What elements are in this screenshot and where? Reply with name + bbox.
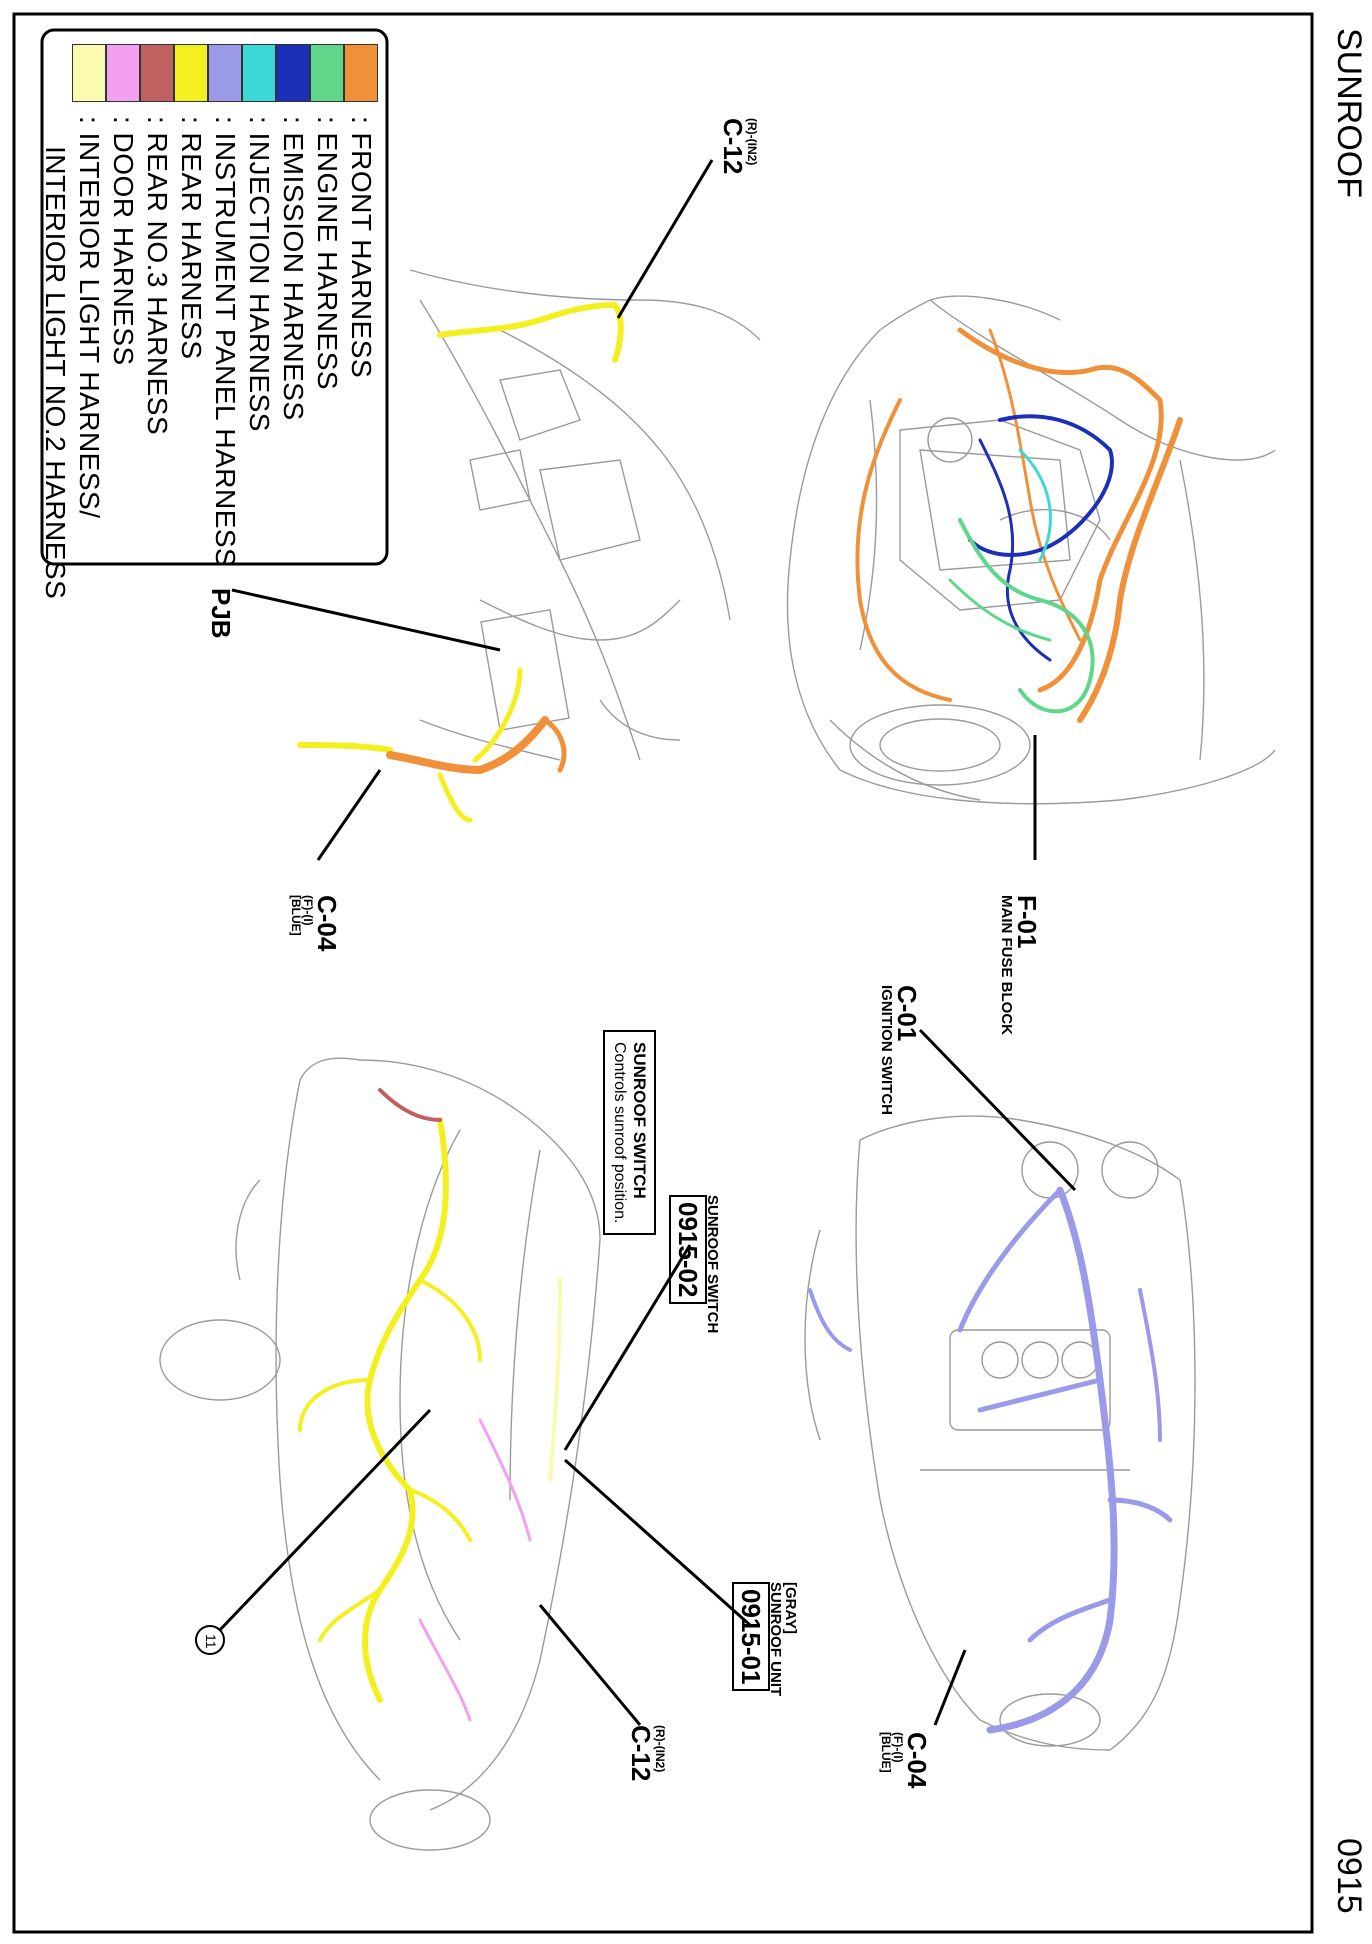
legend-item-rear: : REAR HARNESS [174,44,208,360]
f01-code: F-01 [1012,895,1042,949]
c01-sub: IGNITION SWITCH [878,985,895,1115]
c04-right-label: C-04 (F)-(I) [BLUE] [879,1732,932,1789]
legend-box [40,28,389,566]
sunroof-switch-ref-title: SUNROOF SWITCH [704,1195,721,1334]
c04-left-code: C-04 [312,895,342,952]
legend-swatch [106,44,140,102]
legend-swatch [140,44,174,102]
c04-right-code: C-04 [902,1732,932,1789]
pjb-label: PJB [206,588,236,639]
legend-swatch [72,44,106,102]
legend-label: : ENGINE HARNESS [312,116,343,391]
legend-swatch [174,44,208,102]
vehicle-body-view [159,1057,601,1851]
legend-swatch [208,44,242,102]
sunroof-unit-ref-title1: [GRAY] [782,1582,799,1634]
f01-label: F-01 MAIN FUSE BLOCK [998,895,1042,1035]
leader-pjb [231,588,501,652]
c12-top-code: C-12 [718,118,748,175]
c12-bottom-label: (R)-(IN2) C-12 [626,1725,667,1782]
legend-item-injection: : INJECTION HARNESS [242,44,276,432]
leader-c12-bottom [538,1604,642,1726]
leader-sunroof-switch [563,1244,692,1451]
sunroof-unit-ref-code[interactable]: 0915-01 [732,1582,770,1692]
kick-panel-harness-wires [297,302,624,823]
legend-label: : REAR NO.3 HARNESS [142,116,173,436]
sunroof-unit-ref-title2: SUNROOF UNIT [767,1582,784,1697]
sunroof-unit-ref[interactable]: [GRAY] SUNROOF UNIT 0915-01 [732,1582,799,1697]
rear-harness-wires [298,1088,562,1722]
legend-item-front: : FRONT HARNESS [344,44,378,378]
c04-left-sub2: [BLUE] [289,895,303,936]
legend-label: : REAR HARNESS [176,116,207,360]
legend-label: : INTERIOR LIGHT HARNESS/ [74,116,105,519]
legend-swatch [344,44,378,102]
ground-11-label: 11 [203,1634,219,1649]
legend-label: : DOOR HARNESS [108,116,139,366]
legend-item-rear-no3: : REAR NO.3 HARNESS [140,44,174,435]
legend-swatch [276,44,310,102]
c12-bottom-code: C-12 [626,1725,656,1782]
leader-lines [216,159,1077,1726]
legend-label: : INSTRUMENT PANEL HARNESS [210,116,241,568]
page-number: 0915 [1330,1838,1368,1914]
f01-sub: MAIN FUSE BLOCK [998,895,1015,1035]
c01-label: C-01 IGNITION SWITCH [878,985,922,1115]
legend-label: : FRONT HARNESS [346,116,377,379]
legend-label: : EMISSION HARNESS [278,116,309,421]
legend-item-door: : DOOR HARNESS [106,44,140,366]
callout-desc: Controls sunroof position. [611,1042,628,1224]
legend-item-emission: : EMISSION HARNESS [276,44,310,421]
c04-right-sub2: [BLUE] [879,1732,893,1773]
engine-harness-wires [855,327,1183,723]
legend-item-engine: : ENGINE HARNESS [310,44,344,390]
c04-left-label: C-04 (F)-(I) [BLUE] [289,895,342,952]
legend-label: : INJECTION HARNESS [244,116,275,432]
sunroof-switch-ref-code[interactable]: 0915-02 [669,1195,707,1305]
page-title: SUNROOF [1330,28,1368,198]
sunroof-switch-callout: SUNROOF SWITCH Controls sunroof position… [603,1030,656,1236]
ground-11-circle [195,1625,225,1655]
callout-title: SUNROOF SWITCH [630,1042,649,1199]
sunroof-switch-ref[interactable]: SUNROOF SWITCH 0915-02 [669,1195,721,1334]
instrument-panel-view [804,1115,1196,1751]
leader-c01 [918,1028,1077,1192]
leader-c04-right [933,1649,967,1726]
legend-label-continued: INTERIOR LIGHT NO.2 HARNESS [40,146,71,600]
leader-sunroof-unit [564,1458,751,1627]
legend-swatch [242,44,276,102]
engine-compartment-view [786,295,1276,805]
leader-c12-top [616,159,714,319]
legend-item-interior-light: : INTERIOR LIGHT HARNESS/ [72,44,106,519]
legend-item-instrument-panel: : INSTRUMENT PANEL HARNESS [208,44,242,567]
legend-swatch [310,44,344,102]
kick-panel-view [409,269,761,761]
leader-c04-left [316,769,382,861]
c12-top-label: (R)-(IN2) C-12 [718,118,759,175]
c01-code: C-01 [892,985,922,1042]
harness-legend: : FRONT HARNESS : ENGINE HARNESS : EMISS… [40,44,378,604]
leader-ground-11 [216,1408,432,1634]
page-border [12,12,1314,1934]
instrument-panel-harness-wires [808,1186,1173,1734]
